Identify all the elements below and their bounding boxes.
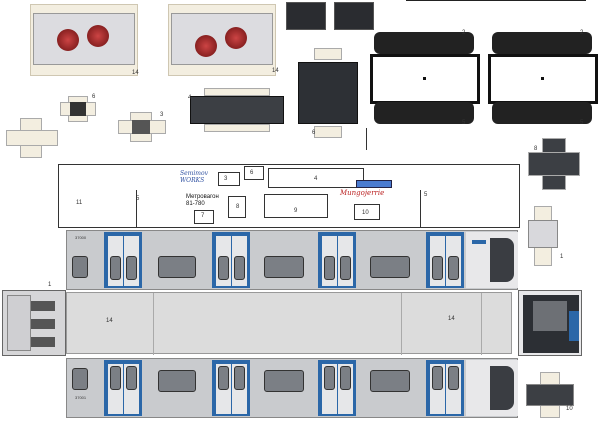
cab-end [466, 232, 518, 288]
part-number-3: 3 [160, 112, 164, 118]
window [72, 256, 88, 278]
panel-3 [218, 172, 240, 186]
part-number-3: 3 [224, 176, 228, 182]
model-title: Метровагон 81-780 [186, 194, 219, 208]
designer-signature: Mungojerrie [340, 189, 385, 197]
part-number-5: 5 [136, 196, 140, 202]
small-box-part [118, 112, 166, 142]
car-number: 37001 [75, 395, 87, 400]
mini-train-logo [356, 180, 392, 188]
part-number-4: 4 [188, 95, 192, 101]
door-window [218, 256, 229, 280]
coupler-box-part [298, 48, 358, 140]
dark-strip-part [334, 2, 374, 30]
bogie-panel-right [168, 4, 276, 76]
door-window [218, 366, 229, 390]
window [264, 370, 304, 392]
cutline [366, 128, 367, 150]
door-window [126, 366, 137, 390]
window [158, 370, 196, 392]
part-number-4: 4 [314, 176, 318, 182]
part-number-1: 1 [560, 254, 564, 260]
car-number: 37000 [75, 235, 87, 240]
door-window [340, 256, 351, 280]
small-box-part [6, 118, 58, 158]
cab-front-part [518, 290, 582, 356]
small-box-part [60, 96, 96, 122]
small-box-part [526, 372, 574, 418]
panel-7 [194, 210, 214, 224]
door-window [324, 256, 335, 280]
part-number-8: 8 [534, 146, 538, 152]
part-number-5: 5 [462, 120, 466, 126]
model-title-ru: Метровагон [186, 194, 219, 200]
window [158, 256, 196, 278]
part-number-14: 14 [448, 316, 455, 322]
part-number-6: 6 [92, 94, 96, 100]
window [370, 256, 410, 278]
door-window [234, 366, 245, 390]
headlight-box-part [528, 138, 580, 190]
window [264, 256, 304, 278]
dark-strip-part [286, 2, 326, 30]
cutline [406, 0, 586, 1]
part-number-2: 2 [462, 30, 466, 36]
door-window [110, 256, 121, 280]
wheel-icon [225, 27, 247, 49]
floor-panel [66, 292, 512, 355]
studio-logo: Semimov WORKS [180, 170, 208, 184]
roof-sheet [58, 164, 520, 228]
part-number-14: 14 [106, 318, 113, 324]
door-window [126, 256, 137, 280]
part-number-5: 5 [424, 192, 428, 198]
panel-10 [354, 204, 380, 220]
door-window [110, 366, 121, 390]
part-number-7: 7 [201, 213, 205, 219]
cab-end [466, 360, 518, 416]
door-window [432, 256, 443, 280]
part-number-6: 6 [250, 170, 254, 176]
door-window [432, 366, 443, 390]
part-number-2: 2 [580, 30, 584, 36]
model-number: 81-780 [186, 201, 205, 207]
panel-8 [228, 196, 246, 218]
panel-4 [268, 168, 364, 188]
door-window [340, 366, 351, 390]
panel-9 [264, 194, 328, 218]
window [370, 370, 410, 392]
door-window [234, 256, 245, 280]
bogie-panel-left [30, 4, 138, 76]
roof-unit-part [190, 88, 284, 132]
wheel-icon [57, 29, 79, 51]
door-window [324, 366, 335, 390]
door-window [448, 256, 459, 280]
small-box-part [528, 206, 558, 266]
part-number-6: 6 [312, 130, 316, 136]
part-number-10: 10 [362, 210, 369, 216]
panel-6 [244, 166, 264, 180]
part-number-5: 5 [580, 120, 584, 126]
part-number-8: 8 [236, 204, 240, 210]
bogie-underframe-left [370, 32, 480, 124]
part-number-14: 14 [272, 68, 279, 74]
door-window [448, 366, 459, 390]
part-number-11: 11 [76, 200, 83, 206]
window [72, 368, 88, 390]
end-cap-left [2, 290, 66, 356]
part-number-14: 14 [132, 70, 139, 76]
part-number-1: 1 [48, 282, 52, 288]
part-number-10: 10 [566, 406, 573, 412]
bogie-underframe-right [488, 32, 598, 124]
part-number-9: 9 [294, 208, 298, 214]
wheel-icon [87, 25, 109, 47]
wheel-icon [195, 35, 217, 57]
